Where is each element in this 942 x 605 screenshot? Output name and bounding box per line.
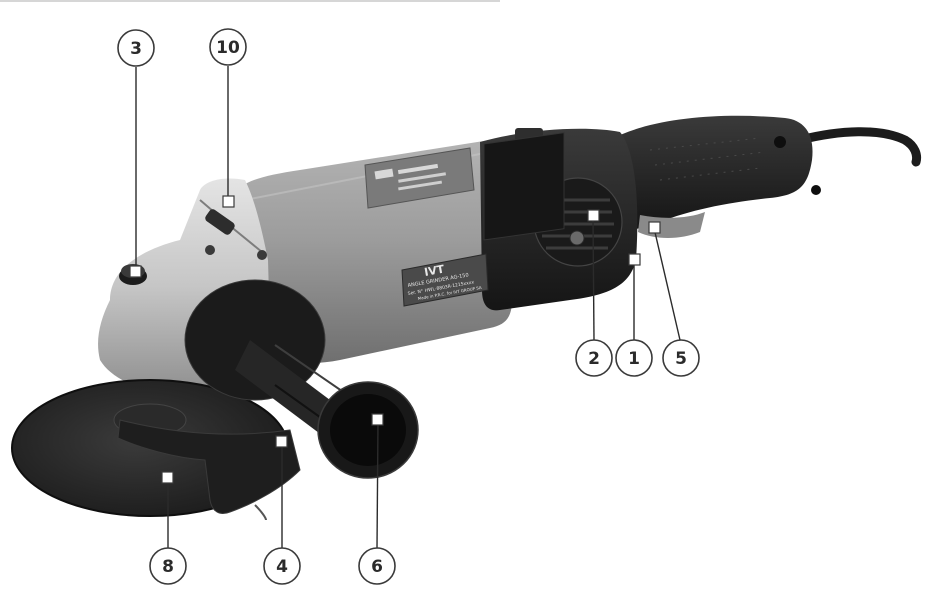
- brush-cover: [483, 132, 565, 241]
- marker-2: [587, 209, 600, 222]
- callout-5: 5: [662, 339, 700, 377]
- callout-4: 4: [263, 547, 301, 585]
- svg-text:10: 10: [216, 38, 240, 58]
- svg-text:5: 5: [675, 349, 687, 369]
- nameplate-serial-label: Ser. N°: [407, 288, 423, 297]
- svg-text:8: 8: [162, 557, 174, 577]
- brush-cover-screw: [569, 230, 585, 246]
- svg-text:2: 2: [588, 349, 600, 369]
- warning-label: [364, 147, 475, 209]
- callout-1: 1: [615, 339, 653, 377]
- nameplate-brand: IVT: [423, 263, 446, 279]
- leader-lines: [135, 66, 681, 549]
- part-markers: [129, 195, 661, 484]
- marker-6: [371, 413, 384, 426]
- callout-10: 10: [209, 28, 247, 66]
- callout-6: 6: [358, 547, 396, 585]
- wheel-guard: [117, 419, 301, 514]
- power-cord: [795, 127, 922, 167]
- rear-handle: [610, 115, 821, 230]
- marker-3: [129, 265, 142, 278]
- svg-text:6: 6: [371, 557, 383, 577]
- marker-10: [222, 195, 235, 208]
- guard-rim: [254, 504, 267, 521]
- callout-2: 2: [575, 339, 613, 377]
- callout-8: 8: [149, 547, 187, 585]
- svg-text:3: 3: [130, 39, 142, 59]
- marker-1: [628, 253, 641, 266]
- callout-3: 3: [117, 29, 155, 67]
- side-handle: [184, 279, 419, 479]
- marker-5: [648, 221, 661, 234]
- marker-4: [275, 435, 288, 448]
- marker-8: [161, 471, 174, 484]
- svg-text:4: 4: [276, 557, 288, 577]
- svg-text:1: 1: [628, 349, 640, 369]
